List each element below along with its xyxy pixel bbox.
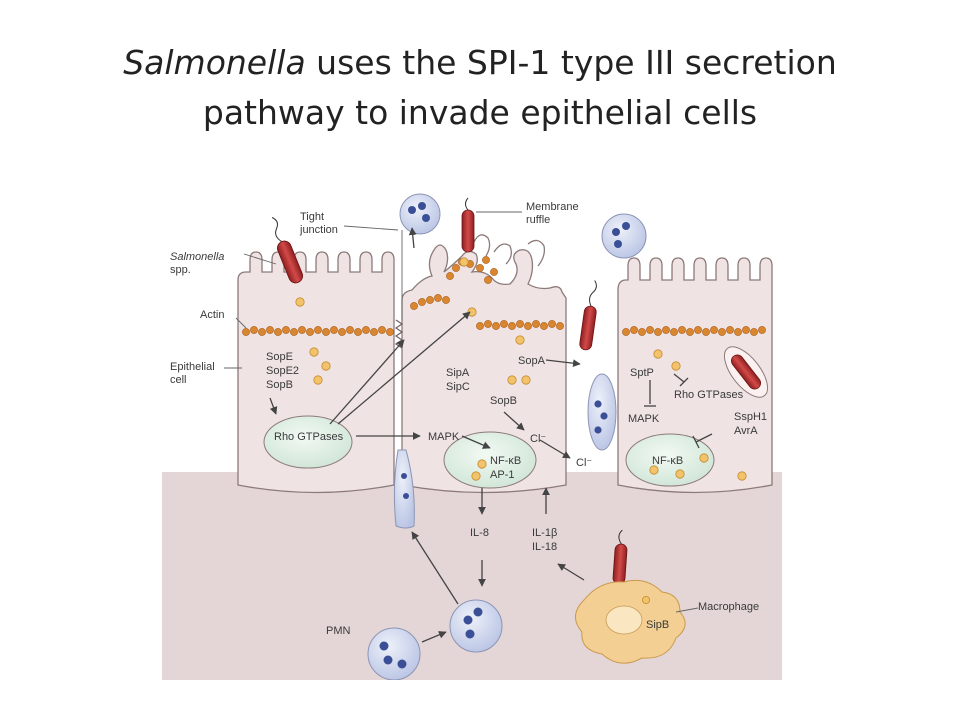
label-macrophage: Macrophage <box>698 601 759 613</box>
salmonella-in-vacuole <box>723 346 769 398</box>
membrane-ruffle-fingers <box>473 234 546 267</box>
label-sopa: SopA <box>518 355 546 367</box>
neutrophil-top-left <box>399 193 441 235</box>
salmonella-bacterium-macrophage <box>612 529 628 585</box>
label-cl-right: Cl⁻ <box>576 457 592 469</box>
label-sope: SopE <box>266 351 293 363</box>
label-mapk-right: MAPK <box>628 413 660 425</box>
actin-band-left <box>242 326 394 336</box>
label-membrane: Membrane <box>526 201 579 213</box>
label-ssph1: SspH1 <box>734 411 767 423</box>
salmonella-bacterium-exit <box>579 280 597 351</box>
label-sope2: SopE2 <box>266 365 299 377</box>
title-line1-rest: uses the SPI-1 type III secretion <box>305 43 837 82</box>
salmonella-invasion-diagram: Salmonella spp. Tight junction Membrane … <box>162 193 782 680</box>
label-salmonella: Salmonella <box>170 251 224 263</box>
epithelial-cell-middle <box>401 244 567 494</box>
label-ap1: AP-1 <box>490 469 514 481</box>
label-rho-right: Rho GTPases <box>674 389 744 401</box>
epithelial-cell-right <box>617 257 773 494</box>
label-mapk-mid: MAPK <box>428 431 460 443</box>
label-nfkb-mid: NF-κB <box>490 455 521 467</box>
slide-title: Salmonella uses the SPI-1 type III secre… <box>0 38 960 138</box>
neutrophil-pmn <box>367 627 421 680</box>
neutrophil-crossing <box>587 373 617 451</box>
label-sptp: SptP <box>630 367 654 379</box>
label-il8: IL-8 <box>470 527 489 539</box>
effector-proteins <box>295 257 747 481</box>
nucleus-right <box>625 433 715 487</box>
label-il1b: IL-1β <box>532 527 557 539</box>
neutrophil-in-junction <box>393 449 415 529</box>
label-spp: spp. <box>170 264 191 276</box>
label-rho-left: Rho GTPases <box>274 431 344 443</box>
actin-band-middle <box>410 256 564 330</box>
label-nfkb-right: NF-κB <box>652 455 683 467</box>
label-actin: Actin <box>200 309 224 321</box>
label-junction: junction <box>299 224 338 236</box>
actin-band-right <box>622 326 766 336</box>
pathway-arrows <box>269 227 713 643</box>
nucleus-left <box>263 415 353 469</box>
label-ruffle: ruffle <box>526 214 550 226</box>
label-tight: Tight <box>300 211 324 223</box>
label-sopb-mid: SopB <box>490 395 517 407</box>
label-cell: cell <box>170 374 187 386</box>
salmonella-bacterium-top-left <box>271 217 304 284</box>
label-avra: AvrA <box>734 425 758 437</box>
label-sopb-left: SopB <box>266 379 293 391</box>
salmonella-bacterium-ruffle <box>461 197 475 253</box>
label-sipb: SipB <box>646 619 669 631</box>
label-pmn: PMN <box>326 625 351 637</box>
title-italic: Salmonella <box>123 43 306 82</box>
label-cl-mid: Cl⁻ <box>530 433 546 445</box>
neutrophil-recruited <box>449 599 503 653</box>
neutrophil-top-right <box>601 213 647 259</box>
title-line2: pathway to invade epithelial cells <box>202 93 758 132</box>
label-leaders <box>224 211 699 613</box>
label-sipa: SipA <box>446 367 470 379</box>
macrophage-cell <box>575 579 686 664</box>
nucleus-middle <box>443 431 537 489</box>
label-epithelial: Epithelial <box>170 361 215 373</box>
label-sipc: SipC <box>446 381 470 393</box>
label-il18: IL-18 <box>532 541 557 553</box>
